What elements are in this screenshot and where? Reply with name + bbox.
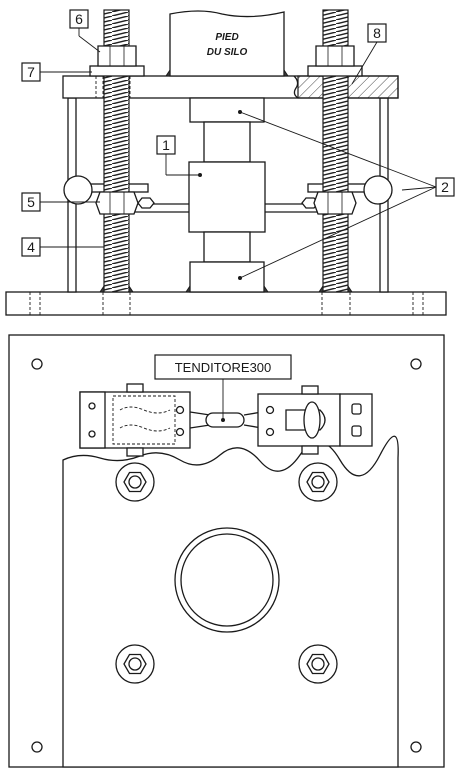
svg-text:1: 1 bbox=[162, 137, 170, 153]
load-cell bbox=[188, 161, 266, 233]
bolt-bottom-right bbox=[298, 644, 338, 684]
tensioner-assembly bbox=[79, 383, 373, 457]
upper-load-block bbox=[189, 97, 265, 123]
corner-hole-br bbox=[410, 741, 422, 753]
right-lower-nut bbox=[313, 191, 357, 215]
left-top-washer bbox=[89, 65, 145, 77]
left-lower-nut bbox=[95, 191, 139, 215]
svg-text:2: 2 bbox=[441, 179, 449, 195]
left-top-nut bbox=[97, 45, 137, 67]
tensioner-tag: TENDITORE300 bbox=[154, 354, 292, 422]
svg-text:7: 7 bbox=[27, 64, 35, 80]
svg-text:TENDITORE300: TENDITORE300 bbox=[175, 360, 272, 375]
bolt-top-right bbox=[298, 462, 338, 502]
callout-1: 1 bbox=[156, 135, 202, 177]
callout-6: 6 bbox=[69, 9, 101, 53]
callout-7: 7 bbox=[21, 62, 92, 82]
bolt-bottom-left bbox=[115, 644, 155, 684]
right-top-washer bbox=[307, 65, 363, 77]
callout-8: 8 bbox=[351, 23, 387, 85]
silo-foot bbox=[169, 10, 285, 77]
base-plate-holes bbox=[29, 292, 424, 315]
svg-text:6: 6 bbox=[75, 11, 83, 27]
svg-text:4: 4 bbox=[27, 239, 35, 255]
lower-load-block bbox=[189, 261, 265, 293]
front-view: PIED DU SILO bbox=[5, 9, 455, 316]
corner-hole-tr bbox=[410, 358, 422, 370]
callout-5: 5 bbox=[21, 192, 100, 212]
corner-hole-bl bbox=[31, 741, 43, 753]
central-opening-inner bbox=[180, 533, 274, 627]
svg-text:5: 5 bbox=[27, 194, 35, 210]
silo-label-line2: DU SILO bbox=[207, 47, 248, 58]
right-side-pin bbox=[363, 175, 393, 205]
callout-2: 2 bbox=[238, 110, 455, 280]
right-top-nut bbox=[315, 45, 355, 67]
callout-4: 4 bbox=[21, 237, 104, 257]
base-plate bbox=[5, 291, 447, 316]
corner-hole-tl bbox=[31, 358, 43, 370]
bolt-top-left bbox=[115, 462, 155, 502]
svg-text:8: 8 bbox=[373, 25, 381, 41]
left-side-pin bbox=[63, 175, 93, 205]
silo-label-line1: PIED bbox=[215, 32, 238, 43]
plan-view: TENDITORE300 bbox=[8, 334, 445, 768]
upper-spacer bbox=[203, 121, 251, 163]
lower-spacer bbox=[203, 231, 251, 263]
